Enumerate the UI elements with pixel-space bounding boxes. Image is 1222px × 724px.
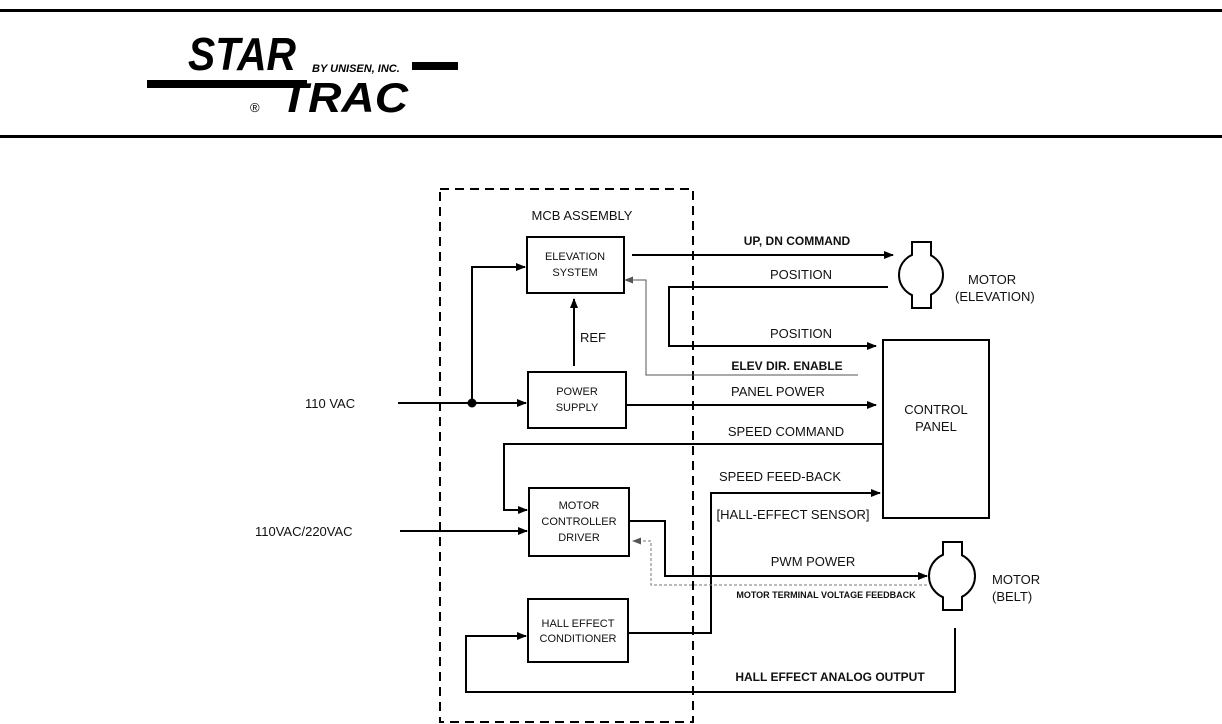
power-supply-block: POWER SUPPLY <box>527 371 627 429</box>
position-wire <box>668 286 888 350</box>
pwm-power-wire <box>629 520 928 580</box>
up-dn-command-label: UP, DN COMMAND <box>744 234 851 248</box>
svg-text:PANEL: PANEL <box>915 419 957 434</box>
mcb-assembly-boundary <box>439 188 694 723</box>
svg-text:DRIVER: DRIVER <box>558 532 600 544</box>
star-trac-logo: STAR BY UNISEN, INC. TRAC ® <box>147 28 458 121</box>
hall-effect-conditioner-block: HALL EFFECT CONDITIONER <box>527 598 629 663</box>
terminal-voltage-feedback-label: MOTOR TERMINAL VOLTAGE FEEDBACK <box>736 590 916 600</box>
motor-belt-label: MOTOR <box>992 572 1040 587</box>
motor-belt-icon <box>928 541 976 611</box>
motor-controller-driver-block: MOTOR CONTROLLER DRIVER <box>528 487 630 557</box>
input-110vac-label: 110 VAC <box>305 396 355 411</box>
motor-belt-sub-label: (BELT) <box>992 589 1032 604</box>
svg-text:CONTROL: CONTROL <box>904 402 968 417</box>
hall-analog-output-label: HALL EFFECT ANALOG OUTPUT <box>735 670 925 684</box>
svg-text:STAR: STAR <box>188 28 296 80</box>
svg-text:MOTOR: MOTOR <box>559 500 600 512</box>
svg-text:SUPPLY: SUPPLY <box>556 402 599 414</box>
svg-text:BY UNISEN, INC.: BY UNISEN, INC. <box>312 63 400 75</box>
speed-command-label: SPEED COMMAND <box>728 424 844 439</box>
position-label-2: POSITION <box>770 326 832 341</box>
svg-text:HALL EFFECT: HALL EFFECT <box>542 618 615 630</box>
speed-feedback-wire <box>628 489 881 634</box>
speed-feedback-label: SPEED FEED-BACK <box>719 469 841 484</box>
motor-elevation-label: MOTOR <box>968 272 1016 287</box>
terminal-voltage-feedback-wire <box>632 537 927 586</box>
elevation-system-block: ELEVATION SYSTEM <box>526 236 625 294</box>
elev-dir-enable-wire <box>624 276 858 376</box>
header-top-rule <box>0 9 1222 12</box>
elevation-power-wire <box>471 263 526 403</box>
header-bottom-rule <box>0 135 1222 138</box>
position-label-1: POSITION <box>770 267 832 282</box>
speed-command-wire <box>503 443 883 514</box>
elev-dir-enable-label: ELEV DIR. ENABLE <box>731 359 842 373</box>
svg-text:POWER: POWER <box>556 386 598 398</box>
svg-text:SYSTEM: SYSTEM <box>552 267 597 279</box>
input-110-220vac-label: 110VAC/220VAC <box>255 524 353 539</box>
panel-power-label: PANEL POWER <box>731 384 825 399</box>
control-panel-block: CONTROL PANEL <box>882 339 990 519</box>
svg-text:TRAC: TRAC <box>280 74 409 121</box>
hall-analog-output-wire <box>465 628 956 693</box>
svg-text:ELEVATION: ELEVATION <box>545 251 605 263</box>
hall-effect-sensor-label: [HALL-EFFECT SENSOR] <box>717 507 870 522</box>
pwm-power-label: PWM POWER <box>771 554 856 569</box>
svg-text:CONTROLLER: CONTROLLER <box>541 516 616 528</box>
ref-label: REF <box>580 330 606 345</box>
motor-elevation-sub-label: (ELEVATION) <box>955 289 1035 304</box>
mcb-assembly-label: MCB ASSEMBLY <box>532 208 633 223</box>
svg-text:®: ® <box>250 100 260 115</box>
motor-elevation-icon <box>898 241 944 309</box>
svg-text:CONDITIONER: CONDITIONER <box>540 633 617 645</box>
